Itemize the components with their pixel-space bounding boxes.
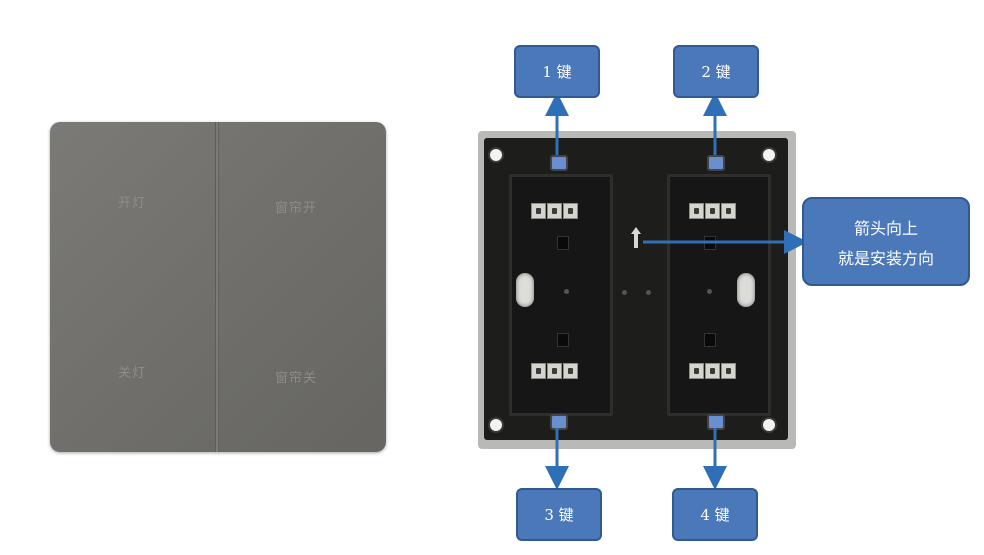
terminal xyxy=(563,203,578,219)
label-curtain-open: 窗帘开 xyxy=(275,201,318,216)
callout-key-4: 4 键 xyxy=(672,488,758,541)
callout-key-4-label: 4 键 xyxy=(700,506,730,524)
key-3-button xyxy=(550,414,568,430)
mounting-hole-bottom-left xyxy=(488,417,504,433)
terminal-block-left-top xyxy=(531,203,578,219)
terminal xyxy=(531,203,546,219)
module-window xyxy=(704,333,716,347)
module-window xyxy=(557,236,569,250)
screw-dot xyxy=(646,290,651,295)
mounting-hole-bottom-right xyxy=(761,417,777,433)
screw-dot xyxy=(622,290,627,295)
label-light-on: 开灯 xyxy=(118,196,147,211)
switch-front-panel: 开灯 窗帘开 关灯 窗帘关 xyxy=(50,122,386,452)
terminal xyxy=(563,363,578,379)
callout-key-2: 2 键 xyxy=(673,45,759,98)
terminal xyxy=(705,203,720,219)
callout-key-1-label: 1 键 xyxy=(542,63,572,81)
panel-divider xyxy=(215,122,219,452)
terminal xyxy=(547,203,562,219)
screw-slot-right xyxy=(737,273,755,307)
module-window xyxy=(557,333,569,347)
note-line-2: 就是安装方向 xyxy=(837,248,934,268)
key-2-button xyxy=(707,155,725,171)
terminal-block-right-bottom xyxy=(689,363,736,379)
install-direction-arrow-icon xyxy=(631,227,641,248)
callout-key-3: 3 键 xyxy=(516,488,602,541)
terminal xyxy=(721,363,736,379)
terminal xyxy=(705,363,720,379)
label-light-off: 关灯 xyxy=(118,366,147,381)
label-curtain-close: 窗帘关 xyxy=(275,371,318,386)
terminal xyxy=(547,363,562,379)
install-direction-note: 箭头向上 就是安装方向 xyxy=(802,197,970,286)
screw-dot xyxy=(707,289,712,294)
screw-slot-left xyxy=(516,273,534,307)
note-line-1: 箭头向上 xyxy=(853,218,918,238)
key-1-button xyxy=(550,155,568,171)
callout-key-2-label: 2 键 xyxy=(701,63,731,81)
terminal xyxy=(689,363,704,379)
mounting-hole-top-left xyxy=(488,147,504,163)
terminal-block-right-top xyxy=(689,203,736,219)
terminal xyxy=(531,363,546,379)
mounting-hole-top-right xyxy=(761,147,777,163)
terminal-block-left-bottom xyxy=(531,363,578,379)
terminal xyxy=(721,203,736,219)
callout-key-1: 1 键 xyxy=(514,45,600,98)
terminal xyxy=(689,203,704,219)
callout-key-3-label: 3 键 xyxy=(544,506,574,524)
screw-dot xyxy=(564,289,569,294)
